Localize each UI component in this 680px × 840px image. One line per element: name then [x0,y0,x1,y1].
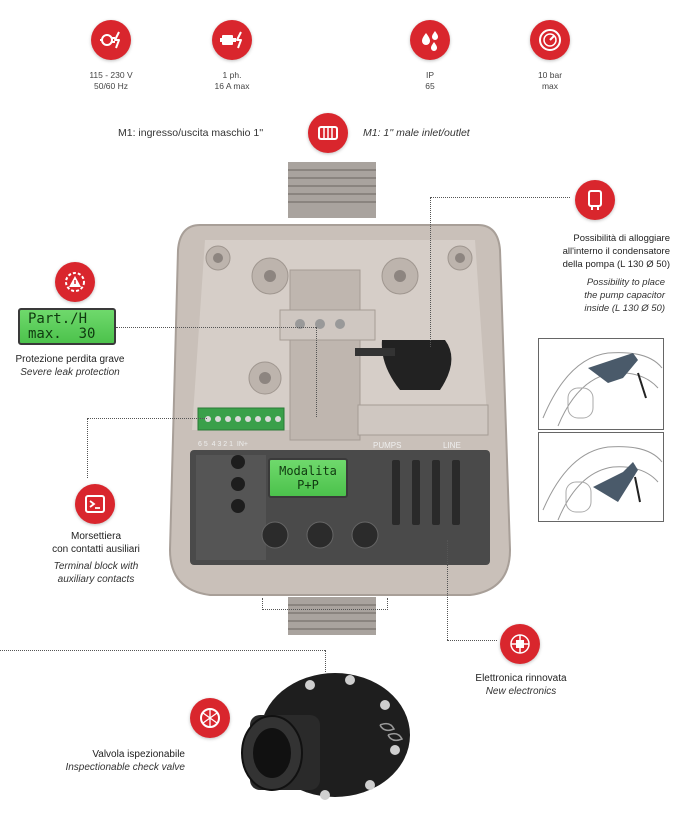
terminal-numbers-label: 6 5 4 3 2 1 IN+ [198,441,249,448]
outlet-bracket-line [262,598,388,610]
leak-lcd-display: Part./H max. 30 [18,308,116,345]
motor-lightning-icon [212,20,252,60]
leak-lcd-line1: Part./H [28,311,88,327]
leak-warning-icon [55,262,95,302]
capacitor-leader-line [430,197,570,198]
terminal-leader-line [87,418,207,419]
circuit-icon [500,624,540,664]
spec-phase: 1 ph.16 A max [214,70,250,91]
electronics-leader-line [447,640,497,641]
device-lcd-line2: P+P [297,478,319,492]
gauge-icon [530,20,570,60]
pumps-label: PUMPS [373,441,402,450]
valve-icon [190,698,230,738]
water-drops-icon [410,20,450,60]
device-lcd-line1: Modalita [279,464,337,478]
plug-lightning-icon [91,20,131,60]
capacitor-install-illustration-1 [538,338,664,430]
inlet-caption-it: M1: ingresso/uscita maschio 1'' [118,127,264,139]
valve-leader-line [0,650,325,651]
valve-leader-line-vertical [325,650,326,672]
leak-lcd-line2: max. 30 [28,326,96,342]
line-label: LINE [443,441,461,450]
check-valve-illustration [241,673,410,800]
leak-leader-line [116,327,316,328]
capacitor-install-illustration-2 [538,432,664,522]
terminal-icon [75,484,115,524]
electronics-leader-line-vertical [447,540,448,640]
capacitor-icon [575,180,615,220]
leak-leader-line-vertical [316,327,317,417]
inlet-caption-en: M1: 1'' male inlet/outlet [363,127,470,139]
terminal-leader-line-vertical [87,418,88,478]
pressure-controller-device [168,162,512,635]
capacitor-leader-line-vertical [430,197,431,347]
fitting-icon [308,113,348,153]
device-lcd-display: Modalita P+P [268,458,348,498]
